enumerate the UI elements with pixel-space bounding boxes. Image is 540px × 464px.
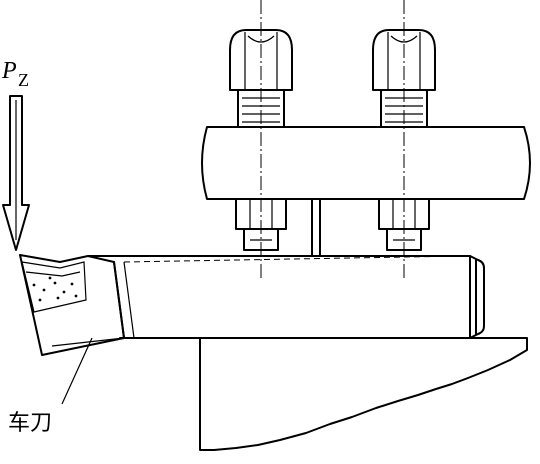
plate-body: [201, 126, 531, 200]
bolt-right-chamfer: [390, 35, 418, 43]
carbide-insert: [21, 261, 87, 313]
shank-step-line-2: [123, 261, 135, 339]
insert-chipbreaker: [25, 271, 81, 277]
tool-label: 车刀: [8, 411, 52, 436]
tool-shank: [87, 255, 485, 339]
insert-stipple: [32, 276, 78, 302]
base-body: [199, 337, 528, 451]
force-arrow-shape: [2, 95, 30, 251]
tool-head: [19, 254, 125, 356]
clamp-plate: [201, 126, 531, 257]
tool-leader-line: [61, 337, 93, 405]
bolt-right: [372, 0, 436, 280]
shank-end-chamfer: [469, 255, 485, 339]
bolt-left: [229, 0, 293, 280]
tool-head-outline: [19, 254, 125, 356]
force-label-symbol: P: [1, 58, 17, 84]
head-lower-edge: [51, 337, 125, 347]
bolt-left-nut-top: [229, 29, 293, 91]
force-arrow-icon: [2, 95, 30, 251]
bolt-right-nut-top: [372, 29, 436, 91]
force-label-subscript: Z: [18, 70, 29, 90]
tool-post-base: [199, 337, 528, 451]
shank-outline: [87, 255, 471, 339]
shank-hidden-edge: [123, 255, 463, 263]
bolt-left-chamfer: [247, 35, 275, 43]
